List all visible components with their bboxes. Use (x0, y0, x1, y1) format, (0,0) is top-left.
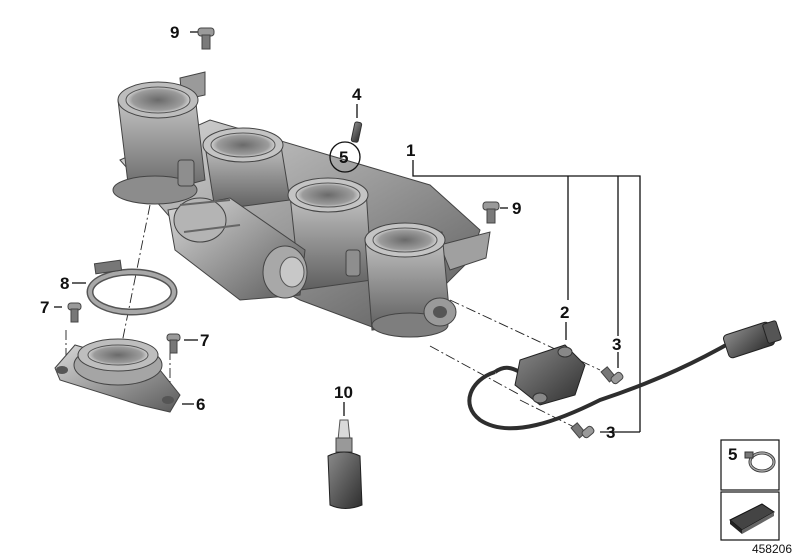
callout-labels: 1 2 3 3 4 5 6 7 7 8 9 9 10 (40, 23, 621, 442)
legend-number: 5 (728, 445, 737, 464)
legend-box-hose-clamp: 5 (720, 439, 780, 491)
screw-part-right (482, 201, 500, 224)
screw-part-left (67, 302, 82, 323)
sensor-harness-part (467, 320, 782, 431)
callout-5-circle (329, 141, 361, 173)
callout-5: 5 (339, 148, 348, 167)
legend-box-part-icon (720, 491, 780, 541)
intake-flange-part (54, 338, 181, 413)
callout-3-upper: 3 (612, 335, 621, 354)
callout-1: 1 (406, 141, 415, 160)
assembly-axis-lines (65, 204, 601, 431)
screw-part-top (197, 27, 215, 50)
callout-9-right: 9 (512, 199, 521, 218)
callout-4: 4 (352, 85, 362, 104)
leader-lines (54, 31, 641, 433)
callout-8: 8 (60, 274, 69, 293)
clamp-ring-part (86, 259, 178, 316)
callout-7-right: 7 (200, 331, 209, 350)
screw-part-upper-right (600, 366, 624, 385)
callout-6: 6 (196, 395, 205, 414)
arrow-part-icon (729, 503, 775, 534)
reference-id: 458206 (751, 542, 792, 556)
callout-2: 2 (560, 303, 569, 322)
adhesive-bottle-part (327, 419, 363, 509)
pin-part (350, 121, 363, 143)
hose-clamp-icon (744, 451, 776, 473)
throttle-body-assembly (112, 71, 491, 338)
callout-9-top: 9 (170, 23, 179, 42)
screw-part-lower-right (570, 422, 595, 439)
callout-3-lower: 3 (606, 423, 615, 442)
screw-part-mid (166, 333, 181, 354)
callout-7-left: 7 (40, 298, 49, 317)
callout-10: 10 (334, 383, 353, 402)
